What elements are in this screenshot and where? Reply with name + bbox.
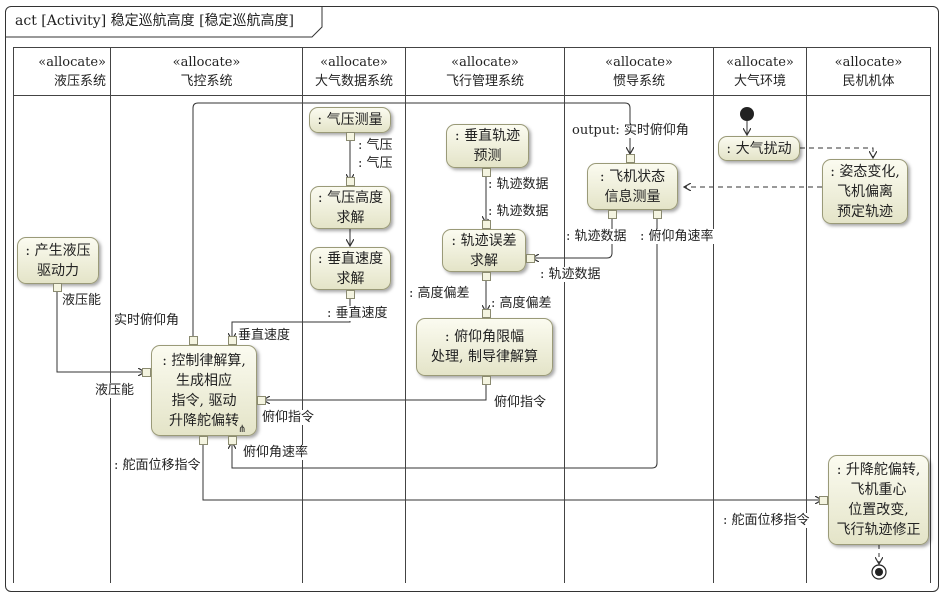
lane-name: 民机机体 — [842, 74, 895, 89]
label-pressure-in: : 气压 — [358, 156, 393, 171]
stereotype: «allocate» — [451, 55, 519, 70]
lane-name: 飞行管理系统 — [445, 74, 524, 89]
frame-title-tab — [5, 6, 323, 38]
stereotype: «allocate» — [834, 55, 903, 70]
lane-name: 液压系统 — [53, 74, 106, 89]
pin — [189, 336, 198, 345]
label-state-traj-in: : 轨迹数据 — [540, 267, 601, 282]
pin — [626, 154, 635, 163]
stereotype: «allocate» — [605, 55, 673, 70]
action-aircraft-state[interactable]: : 飞机状态 信息测量 — [587, 163, 678, 210]
pin — [53, 283, 62, 292]
action-disturbance[interactable]: : 大气扰动 — [718, 136, 800, 161]
action-vertical-speed[interactable]: : 垂直速度 求解 — [310, 247, 391, 290]
stereotype: «allocate» — [172, 55, 241, 70]
edge-pitch-cmd — [263, 381, 487, 400]
action-pressure-measure[interactable]: : 气压测量 — [309, 107, 391, 133]
pin — [482, 376, 491, 385]
pin — [482, 272, 491, 281]
lane-air-data — [302, 96, 405, 583]
pin — [346, 132, 355, 141]
frame-title: act [Activity] 稳定巡航高度 [稳定巡航高度] — [15, 13, 294, 29]
action-hydraulic[interactable]: : 产生液压 驱动力 — [17, 237, 99, 284]
label-state-traj-out: : 轨迹数据 — [566, 229, 627, 244]
lane-name: 飞控系统 — [180, 74, 233, 89]
pin — [228, 336, 237, 345]
pin — [608, 210, 617, 219]
pin — [482, 220, 491, 229]
lane-flight-management — [405, 96, 564, 583]
label-vs-in: 垂直速度 — [238, 328, 291, 343]
label-traj-data-out: : 轨迹数据 — [488, 177, 549, 192]
edge-pitch-rate — [232, 215, 658, 469]
lane-hydraulic — [13, 96, 110, 583]
action-control-law[interactable]: : 控制律解算, 生成相应 指令, 驱动 升降舵偏转 — [151, 345, 257, 436]
label-vs-out: : 垂直速度 — [327, 306, 388, 321]
pin — [199, 436, 208, 445]
pin — [482, 168, 491, 177]
label-realtime-pitch-in: 实时俯仰角 — [114, 313, 180, 328]
pin — [142, 368, 151, 377]
pin — [228, 436, 237, 445]
edge-disturbance — [800, 147, 873, 158]
label-realtime-pitch-out: output: 实时俯仰角 — [572, 123, 689, 138]
label-traj-data-in: : 轨迹数据 — [488, 204, 549, 219]
label-pitch-rate-in: 俯仰角速率 — [243, 445, 309, 460]
stereotype: «allocate» — [38, 55, 106, 70]
lane-airframe — [806, 96, 931, 583]
rake-icon: ⋔ — [238, 424, 247, 435]
edge-hydraulic — [56, 288, 145, 372]
action-elevator[interactable]: : 升降舵偏转, 飞机重心 位置改变, 飞行轨迹修正 — [828, 455, 929, 545]
pin — [257, 396, 266, 405]
lane-header-flight-control: «allocate» 飞控系统 — [110, 47, 302, 96]
lane-header-air-data: «allocate» 大气数据系统 — [302, 47, 405, 96]
pin — [653, 210, 662, 219]
action-pitch-limit[interactable]: : 俯仰角限幅 处理, 制导律解算 — [416, 318, 553, 376]
lane-name: 惯导系统 — [612, 74, 665, 89]
label-hyd-out: 液压能 — [62, 293, 102, 308]
lane-header-flight-management: «allocate» 飞行管理系统 — [405, 47, 564, 96]
lane-name: 大气环境 — [733, 74, 786, 89]
label-surface-out: : 舵面位移指令 — [114, 458, 201, 473]
lane-inertial — [564, 96, 713, 583]
activity-frame — [5, 6, 939, 592]
label-pitch-rate-out: : 俯仰角速率 — [640, 229, 714, 244]
action-trajectory-predict[interactable]: : 垂直轨迹 预测 — [446, 124, 529, 168]
pin — [346, 290, 355, 299]
lane-header-airframe: «allocate» 民机机体 — [806, 47, 931, 96]
edge-surface — [202, 441, 822, 500]
label-pitch-cmd-out: 俯仰指令 — [494, 395, 547, 410]
pin — [346, 177, 355, 186]
label-surface-in: : 舵面位移指令 — [723, 513, 810, 528]
pin — [526, 254, 535, 263]
pin — [482, 309, 491, 318]
label-pitch-cmd-in: 俯仰指令 — [262, 410, 315, 425]
stereotype: «allocate» — [320, 55, 388, 70]
label-hyd-in: 液压能 — [95, 383, 135, 398]
initial-node — [740, 107, 754, 121]
edge-state-traj — [532, 215, 613, 258]
label-alt-dev-out: : 高度偏差 — [409, 286, 470, 301]
lane-header-hydraulic: «allocate» 液压系统 — [13, 47, 110, 96]
lane-header-inertial: «allocate» 惯导系统 — [564, 47, 713, 96]
action-trajectory-error[interactable]: : 轨迹误差 求解 — [442, 229, 526, 272]
lane-header-atmosphere: «allocate» 大气环境 — [713, 47, 806, 96]
label-alt-dev-in: : 高度偏差 — [491, 296, 552, 311]
lane-flight-control — [110, 96, 302, 583]
edge-realtime-pitch — [192, 102, 630, 340]
pin — [819, 496, 828, 505]
stereotype: «allocate» — [726, 55, 794, 70]
lane-atmosphere — [713, 96, 806, 583]
lane-name: 大气数据系统 — [314, 74, 393, 89]
action-attitude-change[interactable]: : 姿态变化, 飞机偏离 预定轨迹 — [822, 159, 908, 224]
action-pressure-altitude[interactable]: : 气压高度 求解 — [310, 186, 391, 229]
label-pressure-out: : 气压 — [358, 138, 393, 153]
